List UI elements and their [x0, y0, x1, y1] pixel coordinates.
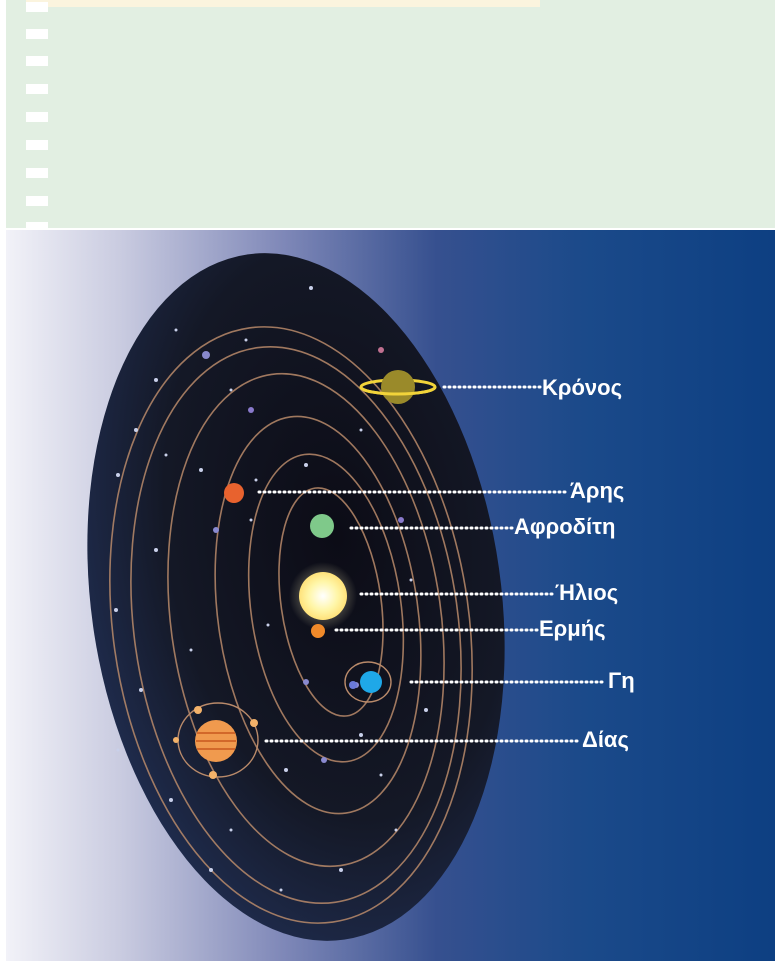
- label-earth: Γη: [608, 668, 635, 693]
- list-marker: [26, 140, 48, 150]
- list-marker: [26, 29, 48, 39]
- top-panel: [6, 0, 775, 228]
- label-jupiter: Δίας: [582, 727, 629, 752]
- list-marker: [26, 222, 48, 228]
- jupiter-planet: [173, 702, 259, 779]
- list-marker: [26, 56, 48, 66]
- label-saturn: Κρόνος: [542, 375, 622, 400]
- mars-planet: [224, 483, 244, 503]
- sun-body: [289, 562, 357, 630]
- list-marker: [26, 196, 48, 206]
- list-marker: [26, 84, 48, 94]
- list-marker: [26, 168, 48, 178]
- list-marker: [26, 112, 48, 122]
- label-sun: Ήλιος: [555, 580, 618, 605]
- label-mercury: Ερμής: [539, 616, 606, 641]
- mercury-planet: [311, 624, 325, 638]
- solar-system-diagram: Κρόνος Άρης Αφροδίτη Ήλιος Ερμής Γη Δίας: [6, 230, 775, 961]
- leader-lines: [257, 385, 608, 743]
- saturn-planet: [359, 370, 437, 404]
- earth-planet: [344, 661, 392, 703]
- list-marker: [26, 2, 48, 12]
- top-strip: [26, 0, 540, 7]
- stars: [114, 286, 428, 892]
- label-venus: Αφροδίτη: [514, 514, 615, 539]
- venus-planet: [310, 514, 334, 538]
- label-mars: Άρης: [570, 478, 624, 503]
